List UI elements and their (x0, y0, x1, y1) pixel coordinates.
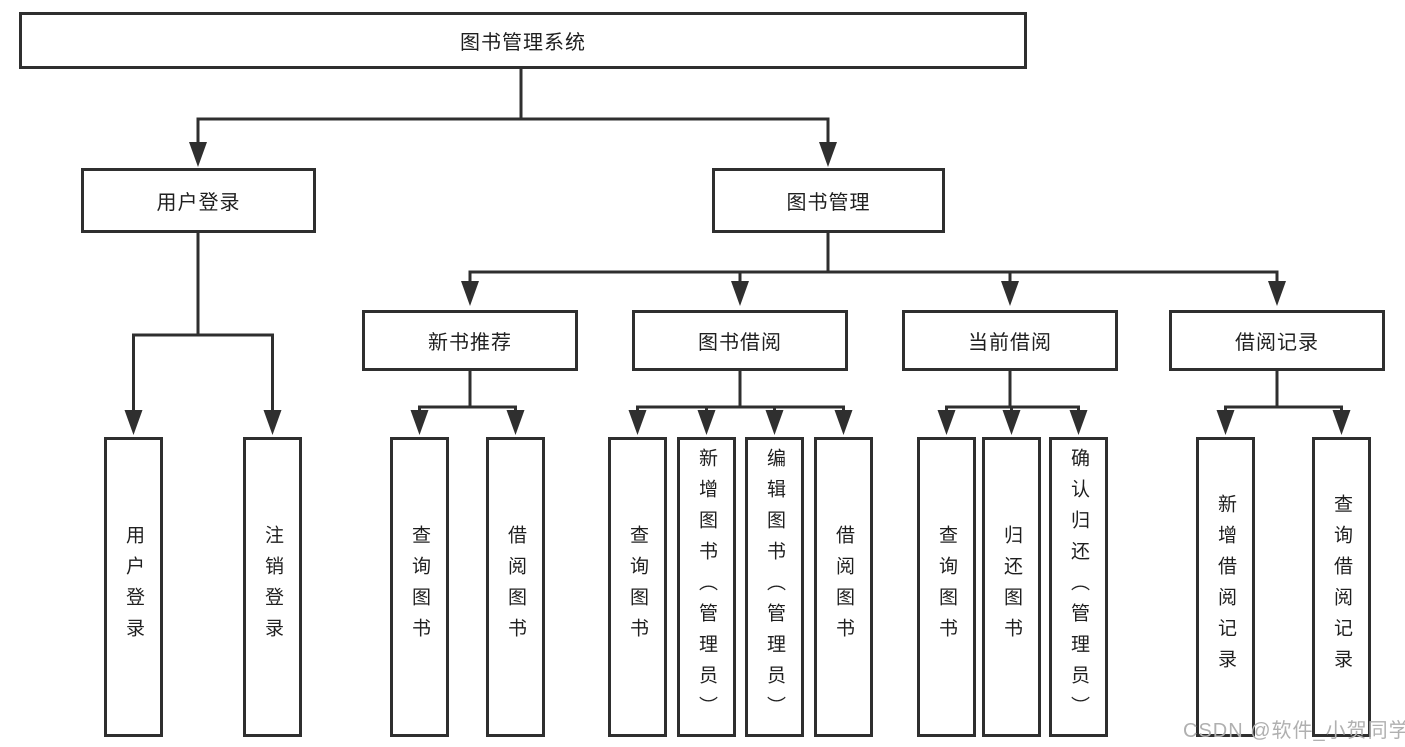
leaf-borrow-book-borrowing: 借阅图书 (814, 437, 873, 737)
csdn-watermark: CSDN @软件_小贺同学 (1183, 720, 1405, 742)
leaf-query-book-borrowing-label: 查询图书 (627, 525, 648, 649)
leaf-query-borrow-record: 查询借阅记录 (1312, 437, 1371, 737)
node-root: 图书管理系统 (19, 12, 1027, 69)
leaf-add-book-admin: 新增图书（管理员） (677, 437, 736, 737)
leaf-add-borrow-record: 新增借阅记录 (1196, 437, 1255, 737)
leaf-edit-book-admin: 编辑图书（管理员） (745, 437, 804, 737)
node-book-borrowing: 图书借阅 (632, 310, 848, 371)
leaf-borrow-book-recommend-label: 借阅图书 (505, 525, 526, 649)
node-current-borrowing: 当前借阅 (902, 310, 1118, 371)
leaf-query-book-current: 查询图书 (917, 437, 976, 737)
leaf-borrow-book-recommend: 借阅图书 (486, 437, 545, 737)
node-book-management: 图书管理 (712, 168, 945, 233)
leaf-user-login-label: 用户登录 (123, 525, 144, 649)
leaf-add-book-admin-label: 新增图书（管理员） (696, 447, 717, 727)
leaf-add-borrow-record-label: 新增借阅记录 (1215, 494, 1236, 680)
leaf-return-book: 归还图书 (982, 437, 1041, 737)
leaf-confirm-return-admin-label: 确认归还（管理员） (1068, 447, 1089, 727)
leaf-confirm-return-admin: 确认归还（管理员） (1049, 437, 1108, 737)
leaf-logout-login: 注销登录 (243, 437, 302, 737)
leaf-edit-book-admin-label: 编辑图书（管理员） (764, 447, 785, 727)
node-borrowing-records: 借阅记录 (1169, 310, 1385, 371)
leaf-logout-login-label: 注销登录 (262, 525, 283, 649)
leaf-query-book-recommend-label: 查询图书 (409, 525, 430, 649)
leaf-query-book-recommend: 查询图书 (390, 437, 449, 737)
node-user-login: 用户登录 (81, 168, 316, 233)
leaf-query-book-current-label: 查询图书 (936, 525, 957, 649)
leaf-borrow-book-borrowing-label: 借阅图书 (833, 525, 854, 649)
leaf-query-borrow-record-label: 查询借阅记录 (1331, 494, 1352, 680)
leaf-query-book-borrowing: 查询图书 (608, 437, 667, 737)
leaf-return-book-label: 归还图书 (1001, 525, 1022, 649)
node-new-book-recommend: 新书推荐 (362, 310, 578, 371)
leaf-user-login: 用户登录 (104, 437, 163, 737)
